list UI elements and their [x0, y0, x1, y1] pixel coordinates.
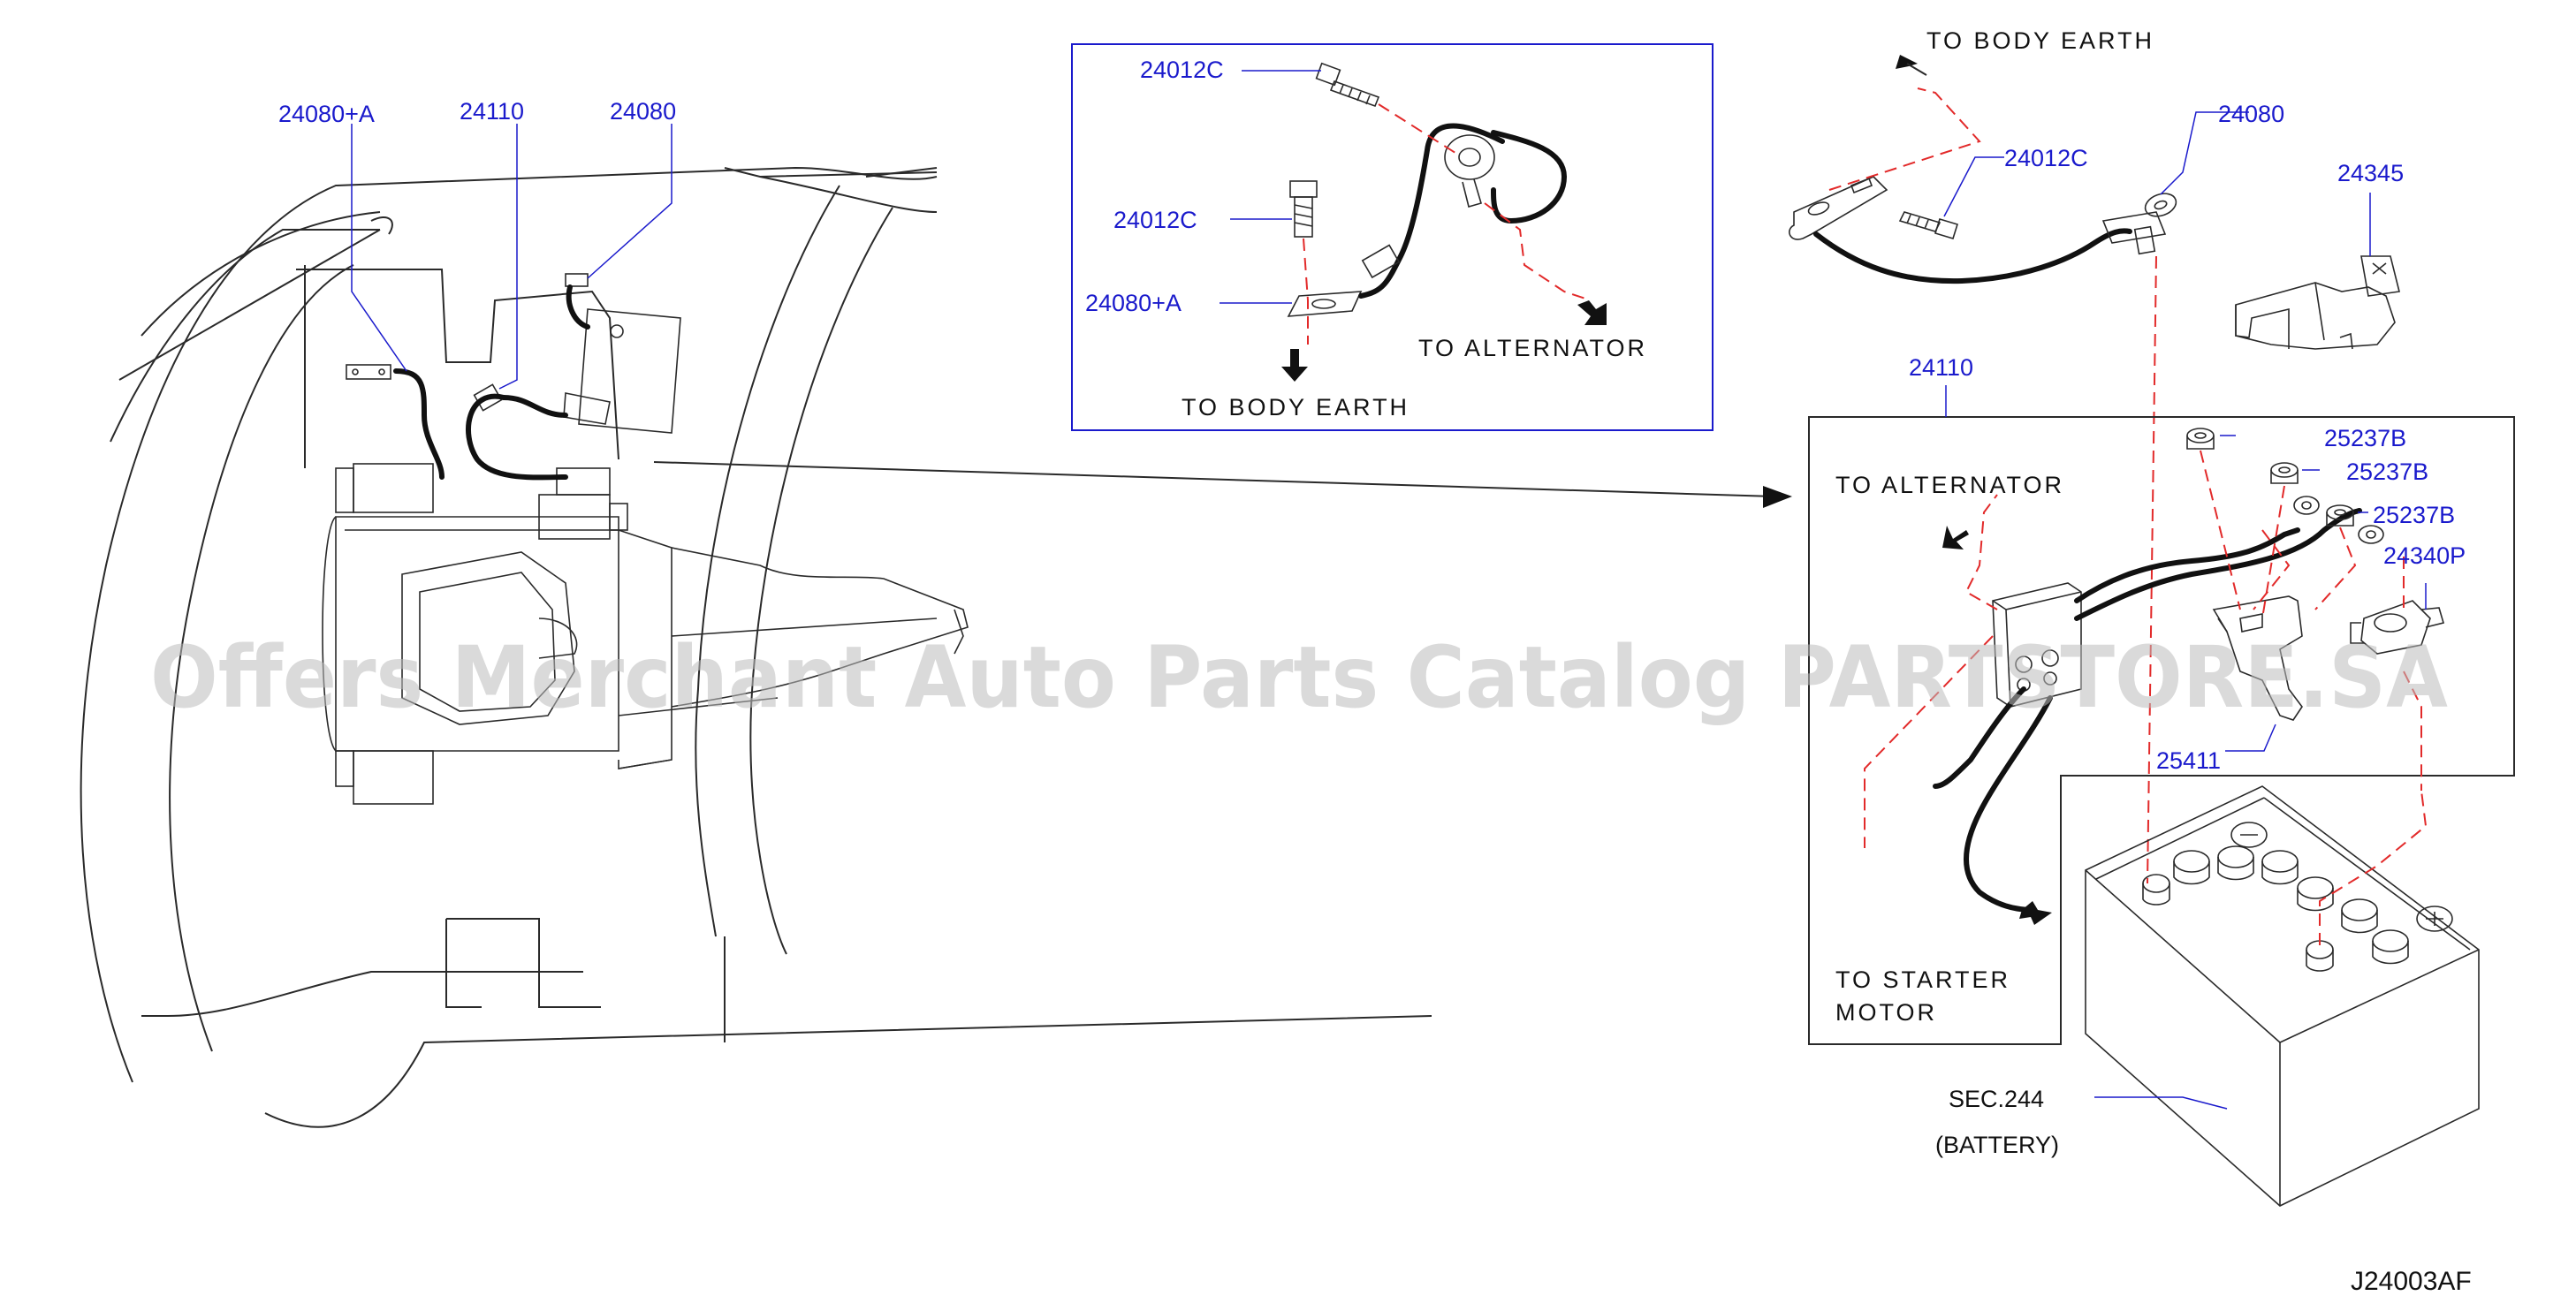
label-24080-left: 24080: [610, 98, 676, 125]
diagram-code: J24003AF: [2351, 1267, 2472, 1296]
label-24012c-right: 24012C: [2004, 145, 2088, 171]
watermark: Offers Merchant Auto Parts Catalog PARTS…: [150, 628, 2448, 727]
note-motor: MOTOR: [1835, 999, 1937, 1026]
direction-notes: TO ALTERNATOR TO BODY EARTH TO BODY EART…: [1182, 27, 2154, 1026]
label-sec-244: SEC.244: [1949, 1086, 2044, 1112]
note-box-to-alternator: TO ALTERNATOR: [1835, 472, 2064, 498]
left-callout-leaders: [351, 124, 672, 390]
bolt-mid: [1289, 180, 1318, 238]
label-24110-right: 24110: [1909, 354, 1973, 381]
nut-icon: [2270, 462, 2299, 484]
part-labels: 24080+A 24110 24080 24012C 24012C 24080+…: [278, 57, 2466, 1158]
bolt-top: [1315, 62, 1380, 108]
label-24080-right: 24080: [2218, 101, 2284, 127]
detail-box: [1808, 385, 2515, 1045]
label-24110-left: 24110: [460, 98, 524, 125]
nut-icon: [2186, 428, 2215, 450]
note-inset-to-body-earth: TO BODY EARTH: [1182, 394, 1410, 421]
label-battery: (BATTERY): [1935, 1132, 2059, 1158]
label-25411: 25411: [2156, 747, 2221, 774]
terminal-cover: [2235, 193, 2400, 350]
label-24345: 24345: [2337, 160, 2404, 186]
label-24012c-inset-mid: 24012C: [1113, 207, 1197, 233]
label-25237b-2: 25237B: [2346, 458, 2428, 485]
label-25237b-3: 25237B: [2373, 502, 2455, 528]
label-24080a-left: 24080+A: [278, 101, 375, 127]
note-to-starter: TO STARTER: [1835, 966, 2010, 993]
label-25237b-1: 25237B: [2324, 425, 2406, 451]
label-24340p: 24340P: [2383, 542, 2466, 569]
battery: [2085, 785, 2480, 1207]
label-24012c-inset-top: 24012C: [1140, 57, 1224, 83]
vehicle-outline: [80, 166, 1432, 1128]
inset-box: [1071, 43, 1714, 431]
detail-arrow: [653, 461, 1792, 508]
cell-caps: [2142, 822, 2453, 972]
label-24080a-inset: 24080+A: [1085, 290, 1182, 316]
note-inset-to-alternator: TO ALTERNATOR: [1418, 335, 1647, 361]
nut-icon: [2326, 504, 2354, 527]
note-top-to-body-earth: TO BODY EARTH: [1926, 27, 2154, 54]
